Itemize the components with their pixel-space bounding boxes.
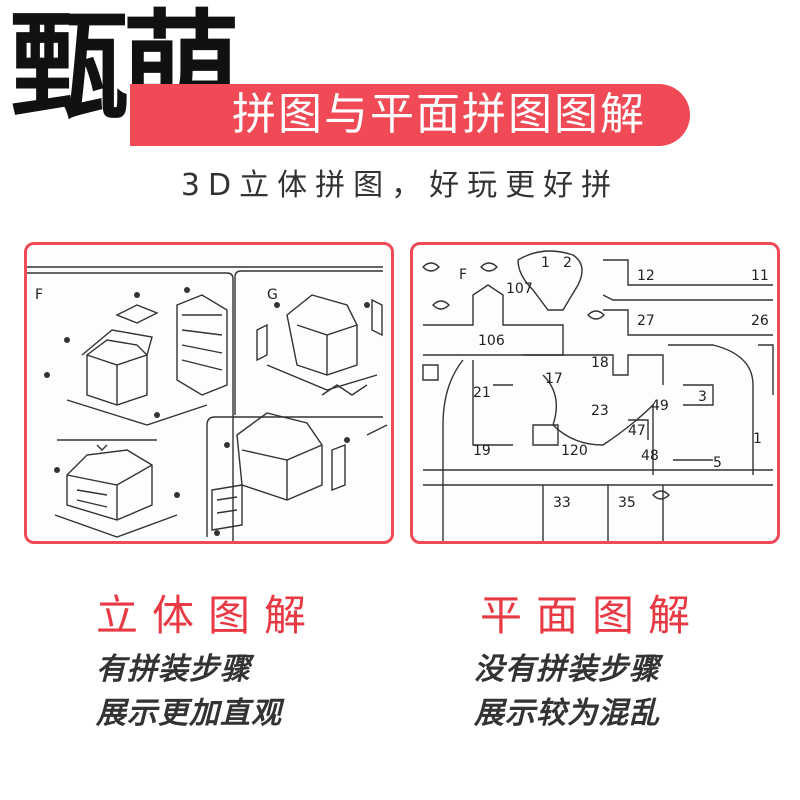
part-number: 12: [637, 268, 655, 284]
part-number: 3: [698, 389, 707, 405]
3d-diagram-panel: F G: [24, 242, 394, 544]
part-number: F: [459, 267, 467, 283]
flat-diagram-caption: 平面图解: [479, 591, 704, 640]
flat-desc-line-1: 没有拼装步骤: [474, 652, 660, 687]
part-number: 23: [591, 403, 609, 419]
step-label-f: F: [35, 287, 43, 303]
3d-assembly-illustration: F G: [27, 266, 388, 541]
banner-title: 拼图与平面拼图图解: [232, 89, 646, 140]
part-number: 35: [618, 495, 636, 511]
3d-desc-line-2: 展示更加直观: [96, 696, 282, 731]
part-number: 1: [753, 431, 762, 447]
part-number: 49: [651, 398, 669, 414]
subtitle: 3D立体拼图，好玩更好拼: [180, 168, 620, 203]
part-number: 11: [751, 268, 769, 284]
3d-diagram-caption: 立体图解: [95, 591, 320, 640]
part-number: 33: [553, 495, 571, 511]
flat-diagram-panel: 2 1 F 107 12 11 27 26 106 18 17 21 3 49 …: [410, 242, 780, 544]
part-number: 27: [637, 313, 655, 329]
part-number: 107: [506, 281, 533, 297]
part-number: 19: [473, 443, 491, 459]
flat-part-sheet: 2 1 F 107 12 11 27 26 106 18 17 21 3 49 …: [422, 250, 774, 541]
part-number: 18: [591, 355, 609, 371]
part-number: 26: [751, 313, 769, 329]
part-number: 47: [628, 423, 646, 439]
part-number: 21: [473, 385, 491, 401]
step-label-g: G: [267, 287, 278, 303]
part-number: 17: [545, 371, 563, 387]
3d-desc-line-1: 有拼装步骤: [96, 652, 251, 687]
part-number: 106: [478, 333, 505, 349]
part-number: 2: [563, 255, 572, 271]
part-number: 5: [713, 455, 722, 471]
flat-desc-line-2: 展示较为混乱: [474, 696, 660, 731]
title-banner: [130, 84, 690, 146]
part-number: 48: [641, 448, 659, 464]
part-number: 120: [561, 443, 588, 459]
part-number: 1: [541, 255, 550, 271]
